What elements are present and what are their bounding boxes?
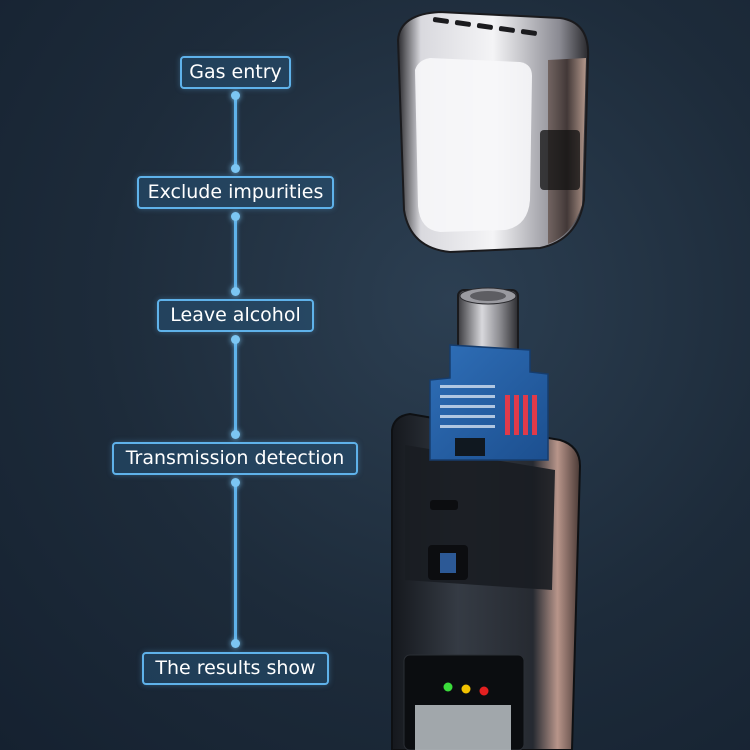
step-exclude-impurities: Exclude impurities <box>137 176 334 209</box>
step-transmission-detection: Transmission detection <box>112 442 358 475</box>
flow-node-dot <box>231 164 240 173</box>
led-green-icon <box>443 682 453 692</box>
flow-connector <box>234 96 237 166</box>
device-display <box>403 654 525 750</box>
flow-node-dot <box>231 639 240 648</box>
led-red-icon <box>479 686 489 696</box>
led-yellow-icon <box>461 684 471 694</box>
flow-node-dot <box>231 287 240 296</box>
step-leave-alcohol: Leave alcohol <box>157 299 314 332</box>
flow-node-dot <box>231 335 240 344</box>
sensor-module <box>429 287 549 461</box>
device-cap <box>396 10 590 254</box>
step-the-results-show: The results show <box>142 652 329 685</box>
flow-node-dot <box>231 478 240 487</box>
flow-connector <box>234 216 237 291</box>
flow-node-dot <box>231 212 240 221</box>
step-gas-entry: Gas entry <box>180 56 291 89</box>
flow-node-dot <box>231 91 240 100</box>
flow-connector <box>234 482 237 644</box>
flow-node-dot <box>231 430 240 439</box>
flow-connector <box>234 340 237 435</box>
